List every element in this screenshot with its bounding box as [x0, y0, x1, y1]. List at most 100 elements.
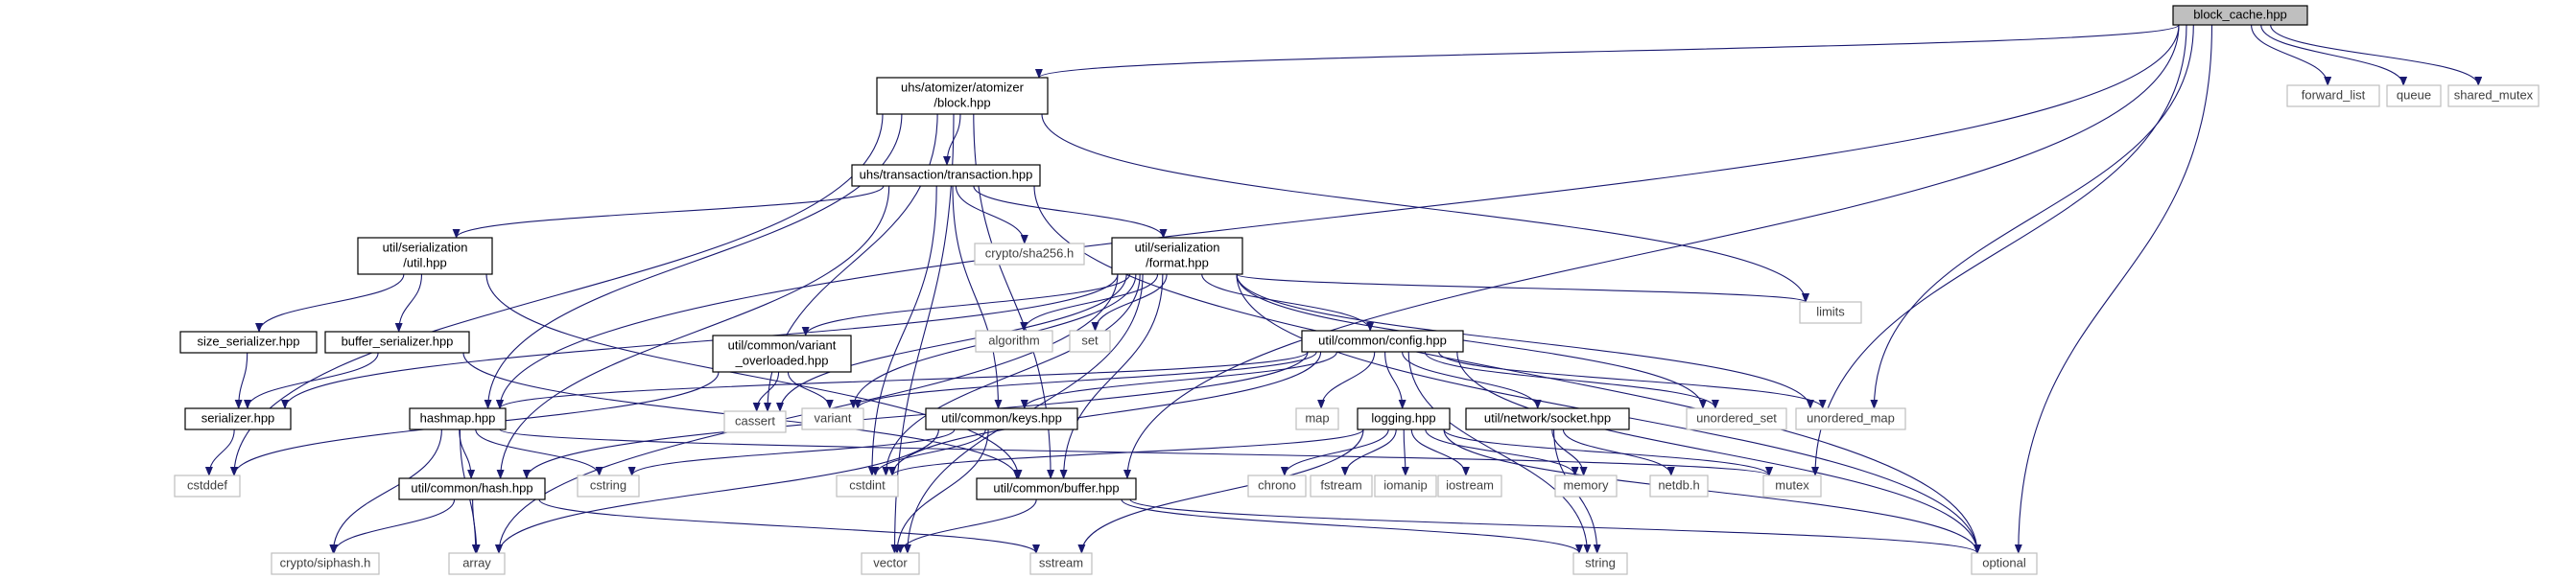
node-buffer-serializer[interactable]: buffer_serializer.hpp [324, 331, 470, 354]
edge-socket-to-memory [1551, 428, 1588, 476]
edge-line [394, 273, 423, 333]
node-box [1310, 475, 1373, 498]
node-variant-overloaded[interactable]: util/common/variant_overloaded.hpp [712, 335, 852, 373]
edge-config-to-unordered_set [1424, 351, 1719, 409]
node-crypto-sha256: crypto/sha256.h [974, 243, 1085, 266]
node-box [1374, 475, 1437, 498]
node-unordered-map: unordered_map [1795, 407, 1906, 430]
node-optional: optional [1971, 552, 2038, 575]
edge-line [2270, 24, 2483, 86]
node-label: chrono [1258, 477, 1296, 492]
edge-block_cache-to-forward_list [2251, 24, 2332, 86]
node-buffer[interactable]: util/common/buffer.hpp [976, 477, 1137, 500]
node-label: block_cache.hpp [2193, 7, 2287, 21]
node-logging[interactable]: logging.hpp [1357, 407, 1451, 430]
node-label: util/common/config.hpp [1318, 333, 1447, 347]
edge-line [955, 185, 1028, 244]
node-box [723, 410, 787, 433]
node-block-cache[interactable]: block_cache.hpp [2172, 5, 2308, 26]
edge-ser_format-to-serializer [281, 273, 1119, 409]
node-label: util/common/variant [728, 337, 837, 352]
node-label: util/network/socket.hpp [1484, 410, 1611, 425]
node-ser-format[interactable]: util/serialization/format.hpp [1111, 237, 1243, 275]
node-ser-util[interactable]: util/serialization/util.hpp [357, 237, 493, 275]
node-block[interactable]: uhs/atomizer/atomizer/block.hpp [876, 77, 1049, 115]
node-box [925, 407, 1078, 430]
node-label: hashmap.hpp [420, 410, 496, 425]
edge-line [1401, 428, 1409, 476]
node-size-serializer[interactable]: size_serializer.hpp [179, 331, 318, 354]
edge-transaction-to-ser_util [452, 185, 885, 239]
node-layer: block_cache.hpp uhs/atomizer/atomizer/blo… [174, 5, 2540, 575]
edge-config-to-optional [1456, 351, 1981, 554]
node-box [271, 552, 380, 575]
edge-line [523, 351, 1309, 479]
edge-line [538, 498, 1040, 554]
edge-config-to-hash [523, 351, 1309, 479]
edge-size_serializer-to-serializer [234, 352, 248, 409]
node-hash[interactable]: util/common/hash.hpp [398, 477, 546, 500]
node-map: map [1295, 407, 1339, 430]
edge-line [627, 428, 956, 476]
node-box [1799, 301, 1862, 324]
edge-line [888, 428, 1364, 476]
node-label: shared_mutex [2454, 87, 2534, 102]
node-transaction[interactable]: uhs/transaction/transaction.hpp [851, 164, 1041, 187]
node-box [976, 477, 1137, 500]
edge-line [1041, 113, 1809, 303]
edge-logging-to-iostream [1410, 428, 1470, 476]
edge-config-to-keys [1020, 351, 1337, 409]
edge-line [888, 351, 1322, 476]
edge-buffer-to-optional [1129, 498, 1981, 554]
edge-block-to-limits [1041, 113, 1809, 303]
node-fstream: fstream [1310, 475, 1373, 498]
node-label: queue [2397, 87, 2431, 102]
edge-transaction-to-hash [496, 185, 890, 479]
edge-ser_format-to-buffer [1059, 273, 1164, 479]
node-box [2286, 84, 2380, 107]
edge-hash-to-sstream [538, 498, 1040, 554]
node-limits: limits [1799, 301, 1862, 324]
edge-config-to-unordered_map [1438, 351, 1827, 409]
edge-line [475, 428, 603, 476]
edge-line [2251, 24, 2332, 86]
edge-buffer_serializer-to-serializer [244, 352, 379, 409]
node-label: cstddef [187, 477, 227, 492]
node-keys[interactable]: util/common/keys.hpp [925, 407, 1078, 430]
node-box [1795, 407, 1906, 430]
node-config[interactable]: util/common/config.hpp [1301, 330, 1464, 353]
node-hashmap[interactable]: hashmap.hpp [409, 407, 507, 430]
node-label: iostream [1446, 477, 1494, 492]
node-iostream: iostream [1437, 475, 1502, 498]
node-box [184, 407, 292, 430]
node-box [1686, 407, 1787, 430]
edge-line [787, 371, 834, 409]
edge-line [1280, 428, 1389, 476]
edge-line [1443, 428, 1773, 476]
node-box [2386, 84, 2442, 107]
node-label: iomanip [1383, 477, 1428, 492]
edge-block_cache-to-queue [2260, 24, 2408, 86]
edge-line [1201, 273, 1375, 332]
node-serializer[interactable]: serializer.hpp [184, 407, 292, 430]
edge-line [1384, 351, 1406, 409]
edge-config-to-cstdint [888, 351, 1322, 476]
edge-config-to-hashmap [496, 351, 1309, 409]
node-label: buffer_serializer.hpp [342, 334, 454, 348]
node-label: size_serializer.hpp [198, 334, 300, 348]
edge-line [1410, 428, 1470, 476]
edge-line [1402, 351, 1542, 409]
edge-line [752, 371, 780, 412]
node-box [1247, 475, 1307, 498]
node-label: /block.hpp [934, 95, 990, 109]
edge-ser_format-to-limits [1236, 273, 1809, 303]
node-socket[interactable]: util/network/socket.hpp [1465, 407, 1630, 430]
edge-hash-to-array [472, 498, 481, 554]
node-label: util/common/keys.hpp [941, 410, 1062, 425]
edge-ser_format-to-unordered_map [1236, 273, 1814, 409]
edge-transaction-to-crypto_sha256 [955, 185, 1028, 244]
node-label: variant [814, 410, 851, 425]
node-label: util/common/buffer.hpp [993, 480, 1119, 495]
node-mutex: mutex [1762, 475, 1822, 498]
node-label: unordered_map [1807, 410, 1895, 425]
